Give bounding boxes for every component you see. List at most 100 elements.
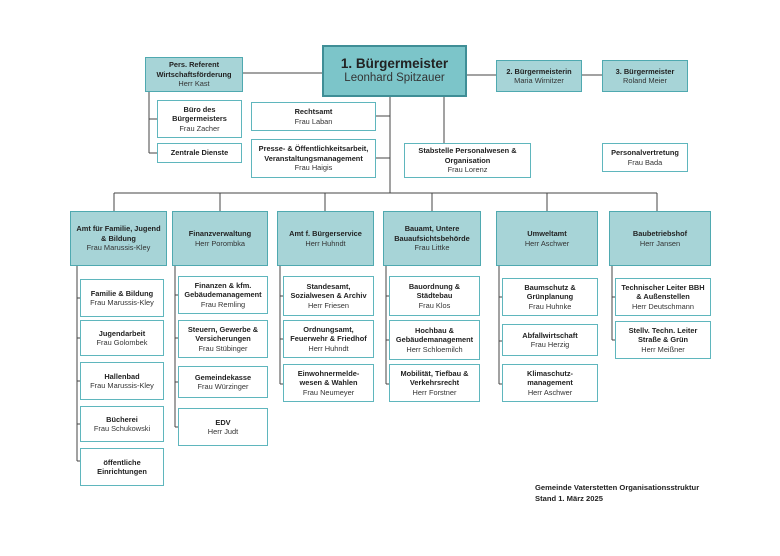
unit-title: Hallenbad bbox=[104, 371, 140, 381]
unit-person: Herr Aschwer bbox=[527, 387, 573, 397]
buero-box: Büro des Bürgermeisters Frau Zacher bbox=[157, 100, 242, 138]
unit-box: Einwohnermelde-wesen & Wahlen Frau Neume… bbox=[283, 364, 374, 402]
unit-box: öffentliche Einrichtungen bbox=[80, 448, 164, 486]
rechtsamt-title: Rechtsamt bbox=[294, 107, 333, 117]
department-box-umweltamt: Umweltamt Herr Aschwer bbox=[496, 211, 598, 266]
unit-title: Technischer Leiter BBH & Außenstellen bbox=[621, 282, 705, 302]
unit-person: Frau Würzinger bbox=[197, 382, 249, 391]
referent-title: Pers. Referent Wirtschaftsförderung bbox=[156, 60, 232, 79]
department-head: Herr Aschwer bbox=[524, 238, 570, 248]
unit-person: Frau Golombek bbox=[96, 338, 148, 347]
presse-box: Presse- & Öffentlichkeitsarbeit, Veranst… bbox=[251, 139, 376, 178]
unit-title: Finanzen & kfm. Gebäudemanagement bbox=[184, 280, 262, 300]
deputy3-box: 3. Bürgermeister Roland Meier bbox=[602, 60, 688, 92]
unit-title: Standesamt, Sozialwesen & Archiv bbox=[290, 281, 367, 301]
department-box-familie: Amt für Familie, Jugend & Bildung Frau M… bbox=[70, 211, 167, 266]
department-box-finanzen: Finanzverwaltung Herr Porombka bbox=[172, 211, 268, 266]
stabstelle-box: Stabstelle Personalwesen & Organisation … bbox=[404, 143, 531, 178]
department-head: Herr Porombka bbox=[194, 238, 246, 248]
unit-person: Herr Deutschmann bbox=[631, 301, 695, 311]
unit-box: Hallenbad Frau Marussis-Kley bbox=[80, 362, 164, 400]
presse-person: Frau Haigis bbox=[294, 163, 333, 173]
unit-person: Frau Marussis-Kley bbox=[90, 298, 154, 307]
unit-box: Baumschutz & Grünplanung Frau Huhnke bbox=[502, 278, 598, 316]
unit-title: Gemeindekasse bbox=[194, 372, 252, 382]
department-box-buergerservice: Amt f. Bürgerservice Herr Huhndt bbox=[277, 211, 374, 266]
unit-title: Stellv. Techn. Leiter Straße & Grün bbox=[628, 325, 698, 345]
unit-box: Ordnungsamt, Feuerwehr & Friedhof Herr H… bbox=[283, 320, 374, 358]
unit-title: EDV bbox=[215, 417, 231, 427]
unit-title: Familie & Bildung bbox=[90, 288, 154, 298]
unit-title: Abfallwirtschaft bbox=[522, 330, 578, 340]
footer-caption: Gemeinde Vaterstetten Organisationsstruk… bbox=[535, 482, 699, 504]
unit-title: Einwohnermelde-wesen & Wahlen bbox=[297, 368, 360, 388]
unit-box: Abfallwirtschaft Frau Herzig bbox=[502, 324, 598, 356]
unit-box: Technischer Leiter BBH & Außenstellen He… bbox=[615, 278, 711, 316]
deputy2-person: Maria Wirnitzer bbox=[514, 76, 564, 85]
referent-box: Pers. Referent Wirtschaftsförderung Herr… bbox=[145, 57, 243, 92]
stabstelle-person: Frau Lorenz bbox=[447, 165, 488, 175]
department-head: Herr Jansen bbox=[639, 238, 681, 248]
unit-box: Standesamt, Sozialwesen & Archiv Herr Fr… bbox=[283, 276, 374, 316]
mayor-box: 1. Bürgermeister Leonhard Spitzauer bbox=[322, 45, 467, 97]
unit-box: Familie & Bildung Frau Marussis-Kley bbox=[80, 279, 164, 317]
deputy3-person: Roland Meier bbox=[623, 76, 667, 85]
unit-title: Jugendarbeit bbox=[98, 328, 146, 338]
unit-title: Bücherei bbox=[106, 414, 138, 424]
deputy2-box: 2. Bürgermeisterin Maria Wirnitzer bbox=[496, 60, 582, 92]
footer-line-1: Gemeinde Vaterstetten Organisationsstruk… bbox=[535, 483, 700, 492]
unit-box: Bücherei Frau Schukowski bbox=[80, 406, 164, 442]
zentrale-title: Zentrale Dienste bbox=[170, 148, 229, 158]
stabstelle-title: Stabstelle Personalwesen & Organisation bbox=[418, 146, 517, 165]
zentrale-box: Zentrale Dienste bbox=[157, 143, 242, 163]
unit-title: Ordnungsamt, Feuerwehr & Friedhof bbox=[290, 324, 367, 344]
department-box-baubetriebshof: Baubetriebshof Herr Jansen bbox=[609, 211, 711, 266]
unit-person: Herr Judt bbox=[207, 427, 239, 436]
personalvertretung-person: Frau Bada bbox=[627, 157, 663, 167]
unit-person: Frau Herzig bbox=[530, 340, 570, 349]
rechtsamt-box: Rechtsamt Frau Laban bbox=[251, 102, 376, 131]
unit-title: Bauordnung & Städtebau bbox=[408, 281, 461, 301]
deputy2-title: 2. Bürgermeisterin bbox=[506, 66, 572, 76]
deputy3-title: 3. Bürgermeister bbox=[615, 66, 675, 76]
mayor-title: 1. Bürgermeister bbox=[340, 55, 449, 71]
department-head: Frau Littke bbox=[414, 243, 450, 253]
unit-person: Herr Meißner bbox=[641, 344, 685, 354]
unit-title: öffentliche Einrichtungen bbox=[97, 457, 147, 476]
unit-person: Herr Friesen bbox=[307, 300, 350, 310]
department-title: Umweltamt bbox=[527, 229, 567, 239]
unit-person: Frau Huhnke bbox=[528, 301, 572, 311]
department-box-bauamt: Bauamt, Untere Bauaufsichtsbehörde Frau … bbox=[383, 211, 481, 266]
unit-box: Gemeindekasse Frau Würzinger bbox=[178, 366, 268, 398]
referent-person: Herr Kast bbox=[178, 79, 210, 89]
unit-box: Jugendarbeit Frau Golombek bbox=[80, 320, 164, 356]
unit-box: Finanzen & kfm. Gebäudemanagement Frau R… bbox=[178, 276, 268, 314]
unit-box: Steuern, Gewerbe & Versicherungen Frau S… bbox=[178, 320, 268, 358]
mayor-person: Leonhard Spitzauer bbox=[344, 72, 445, 85]
unit-title: Klimaschutz-management bbox=[527, 368, 573, 388]
footer-line-2: Stand 1. März 2025 bbox=[535, 494, 603, 503]
department-head: Frau Marussis-Kley bbox=[86, 243, 151, 253]
department-title: Baubetriebshof bbox=[632, 229, 688, 239]
unit-person: Herr Forstner bbox=[412, 387, 457, 397]
unit-title: Mobilität, Tiefbau & Verkehrsrecht bbox=[400, 368, 469, 388]
unit-person: Frau Marussis-Kley bbox=[90, 381, 154, 390]
unit-box: Mobilität, Tiefbau & Verkehrsrecht Herr … bbox=[389, 364, 480, 402]
department-title: Finanzverwaltung bbox=[188, 229, 252, 239]
department-title: Bauamt, Untere Bauaufsichtsbehörde bbox=[394, 224, 470, 243]
unit-title: Steuern, Gewerbe & Versicherungen bbox=[187, 324, 259, 344]
unit-person: Frau Remling bbox=[200, 299, 246, 309]
buero-person: Frau Zacher bbox=[179, 123, 220, 133]
unit-person: Frau Klos bbox=[418, 300, 451, 310]
department-title: Amt f. Bürgerservice bbox=[289, 229, 362, 239]
unit-box: EDV Herr Judt bbox=[178, 408, 268, 446]
unit-person: Herr Huhndt bbox=[308, 343, 349, 353]
unit-title: Hochbau & Gebäudemanagement bbox=[395, 325, 474, 345]
personalvertretung-title: Personalvertretung bbox=[611, 148, 679, 158]
unit-box: Stellv. Techn. Leiter Straße & Grün Herr… bbox=[615, 321, 711, 359]
personalvertretung-box: Personalvertretung Frau Bada bbox=[602, 143, 688, 172]
unit-person: Frau Neumeyer bbox=[302, 387, 355, 397]
rechtsamt-person: Frau Laban bbox=[294, 116, 333, 126]
department-title: Amt für Familie, Jugend & Bildung bbox=[76, 224, 161, 243]
